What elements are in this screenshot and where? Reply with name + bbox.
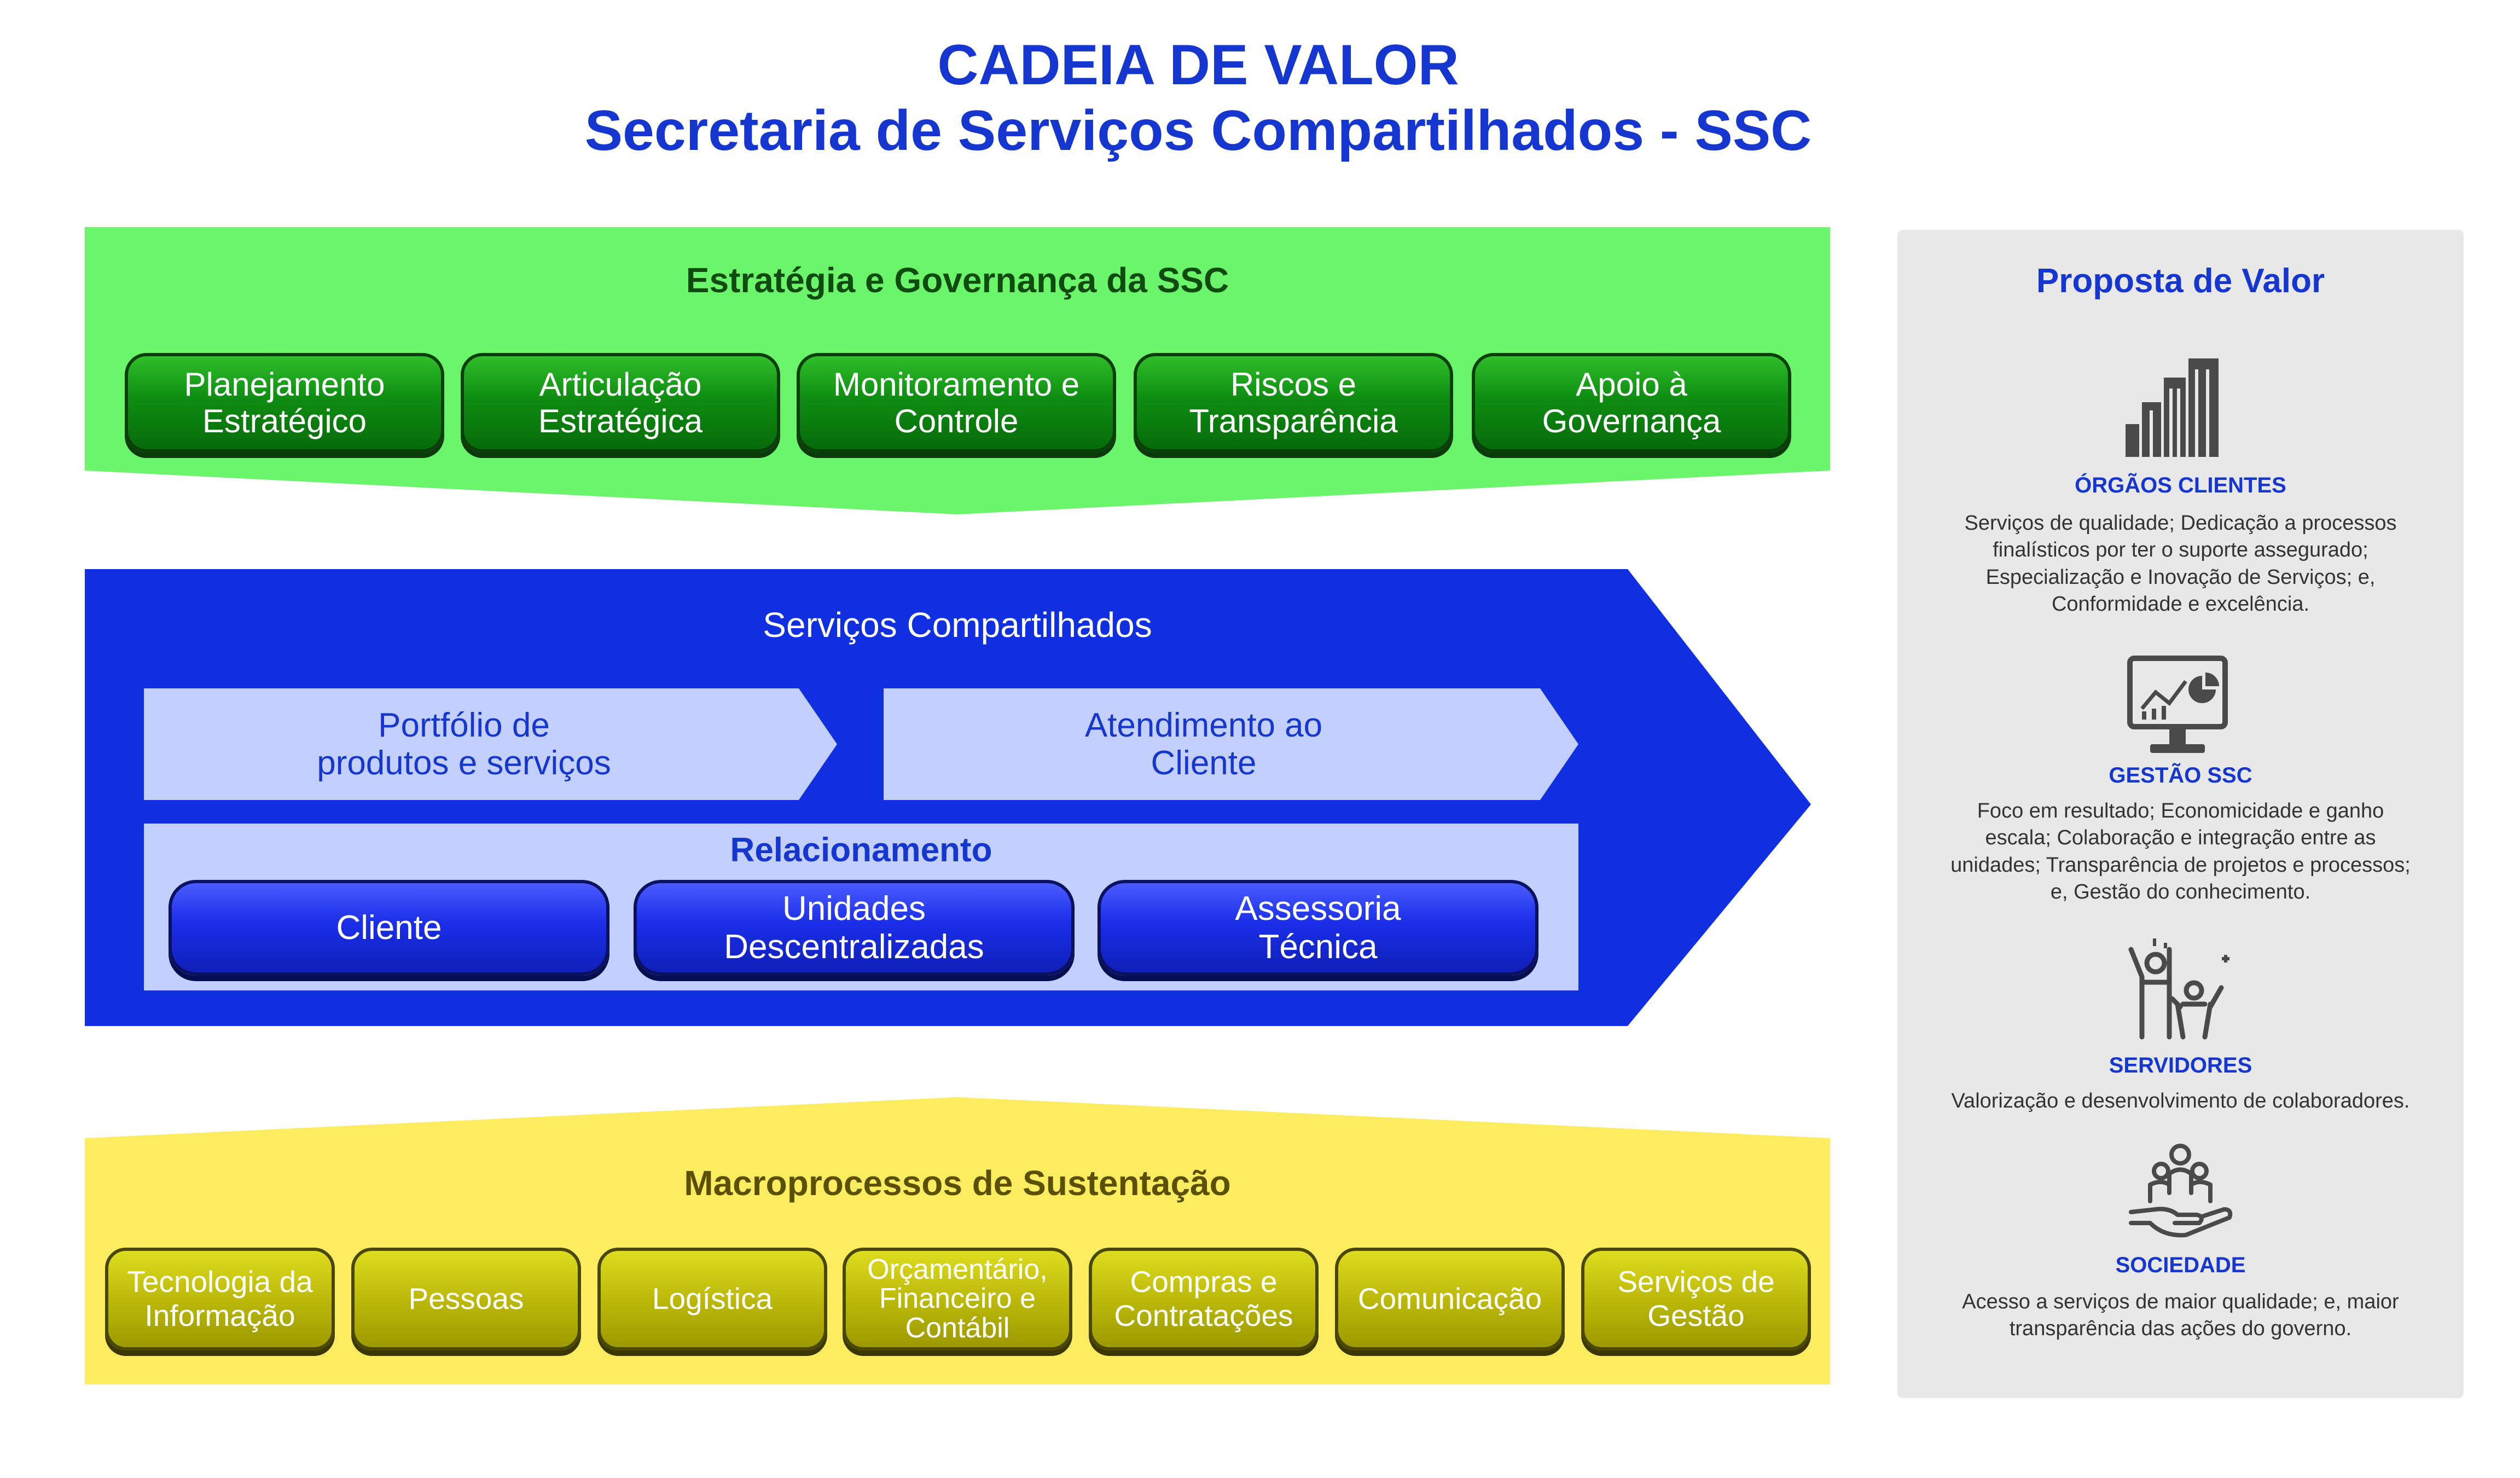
shared-services-title: Serviços Compartilhados — [763, 605, 1152, 645]
tecnologia-informacao-button[interactable]: Tecnologia da Informação — [105, 1248, 335, 1351]
apoio-governanca-button[interactable]: Apoio à Governança — [1472, 353, 1791, 453]
button-label: Compras e Contratações — [1114, 1265, 1293, 1332]
gestao-ssc-heading: GESTÃO SSC — [2109, 763, 2252, 787]
button-label: Cliente — [336, 908, 442, 947]
sociedade-heading: SOCIEDADE — [2115, 1253, 2246, 1277]
button-label: Serviços de Gestão — [1617, 1265, 1775, 1332]
button-label: Planejamento Estratégico — [184, 366, 385, 439]
sociedade-text: Acesso a serviços de maior qualidade; e,… — [1962, 1290, 2399, 1341]
value-proposal-panel — [1897, 230, 2464, 1398]
button-label: Pessoas — [408, 1282, 524, 1316]
button-label: Monitoramento e Controle — [833, 366, 1080, 439]
assessoria-tecnica-button[interactable]: Assessoria Técnica — [1098, 880, 1538, 976]
button-label: Articulação Estratégica — [538, 366, 703, 439]
comunicacao-button[interactable]: Comunicação — [1335, 1248, 1565, 1351]
pessoas-button[interactable]: Pessoas — [351, 1248, 581, 1351]
button-label: Logística — [652, 1282, 773, 1316]
servidores-heading: SERVIDORES — [2109, 1053, 2252, 1077]
button-label: Comunicação — [1357, 1282, 1542, 1316]
button-label: Tecnologia da Informação — [127, 1265, 313, 1332]
hand-people-icon — [2129, 1144, 2233, 1238]
cliente-button[interactable]: Cliente — [169, 880, 609, 976]
orgaos-clientes-text: Serviços de qualidade; Dedicação a proce… — [1964, 512, 2397, 616]
page-subtitle: Secretaria de Serviços Compartilhados - … — [584, 99, 1812, 163]
button-label: Unidades Descentralizadas — [724, 890, 984, 966]
celebrating-people-icon — [2128, 938, 2229, 1040]
atendimento-label: Atendimento ao Cliente — [1084, 706, 1323, 782]
articulacao-estrategica-button[interactable]: Articulação Estratégica — [461, 353, 780, 453]
monitoramento-controle-button[interactable]: Monitoramento e Controle — [797, 353, 1116, 453]
unidades-descentralizadas-button[interactable]: Unidades Descentralizadas — [634, 880, 1075, 976]
portfolio-chevron — [144, 688, 837, 800]
orgaos-clientes-heading: ÓRGÃOS CLIENTES — [2075, 473, 2286, 497]
riscos-transparencia-button[interactable]: Riscos e Transparência — [1134, 353, 1453, 453]
gestao-ssc-text: Foco em resultado; Economicidade e ganho… — [1950, 799, 2411, 904]
relacionamento-title: Relacionamento — [730, 831, 992, 869]
building-icon — [2126, 358, 2219, 457]
servidores-text: Valorização e desenvolvimento de colabor… — [1951, 1089, 2410, 1112]
compras-contratacoes-button[interactable]: Compras e Contratações — [1089, 1248, 1319, 1351]
button-label: Assessoria Técnica — [1235, 890, 1401, 966]
dashboard-monitor-icon — [2127, 656, 2228, 753]
button-label: Riscos e Transparência — [1189, 366, 1398, 439]
button-label: Orçamentário, Financeiro e Contábil — [867, 1254, 1048, 1344]
portfolio-label: Portfólio de produtos e serviços — [317, 706, 611, 782]
planejamento-estrategico-button[interactable]: Planejamento Estratégico — [125, 353, 444, 453]
atendimento-chevron — [884, 688, 1578, 800]
page-title: CADEIA DE VALOR — [937, 33, 1459, 97]
orcamentario-financeiro-contabil-button[interactable]: Orçamentário, Financeiro e Contábil — [843, 1248, 1072, 1351]
support-title: Macroprocessos de Sustentação — [684, 1163, 1231, 1203]
servicos-gestao-button[interactable]: Serviços de Gestão — [1581, 1248, 1811, 1351]
strategy-title: Estratégia e Governança da SSC — [686, 260, 1229, 300]
value-proposal-title: Proposta de Valor — [2036, 262, 2325, 300]
portfolio-label-box[interactable]: Portfólio de produtos e serviços — [144, 688, 784, 800]
atendimento-label-box[interactable]: Atendimento ao Cliente — [884, 688, 1524, 800]
button-label: Apoio à Governança — [1542, 366, 1721, 439]
logistica-button[interactable]: Logística — [597, 1248, 827, 1351]
